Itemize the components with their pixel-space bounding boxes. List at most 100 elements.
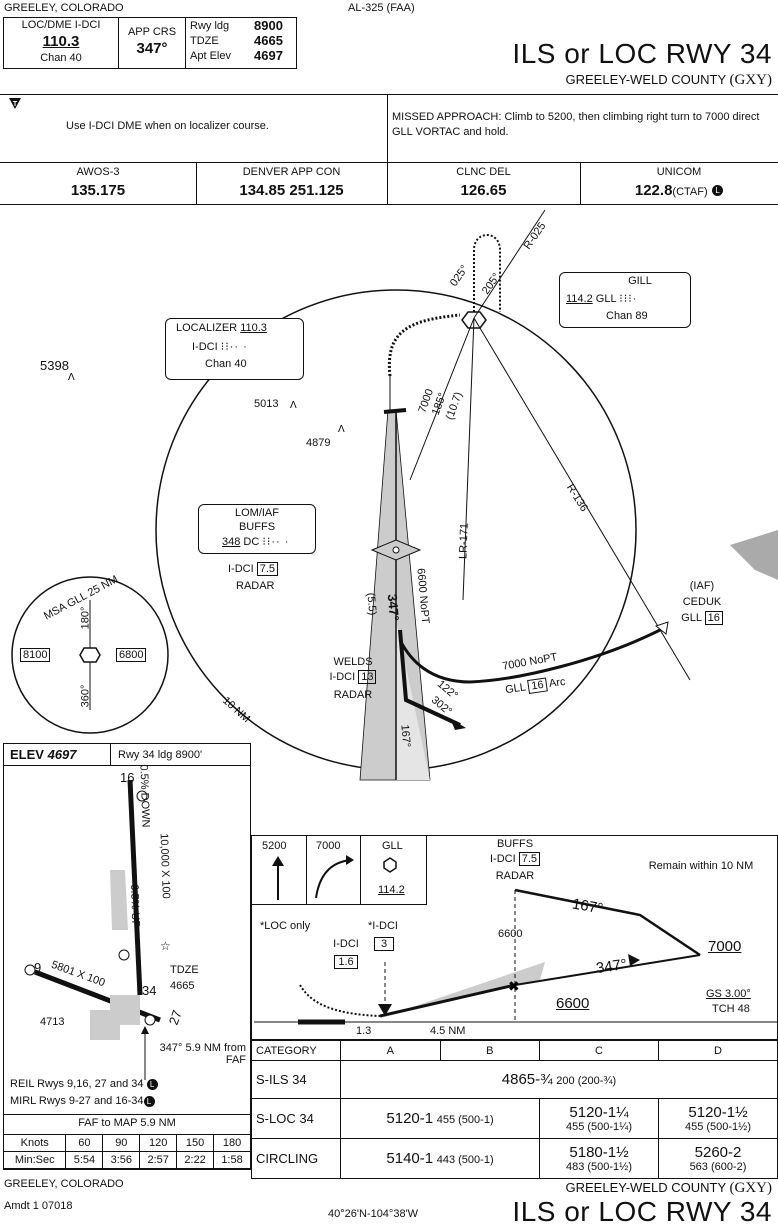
buffs-name: BUFFS	[496, 838, 534, 850]
apt-elev-value: 4697	[254, 48, 283, 63]
ctaf-icon: L	[712, 185, 724, 197]
lom-title: LOM/IAF	[234, 507, 279, 519]
footer-airport: GREELEY-WELD COUNTY (GXY)	[565, 1180, 773, 1196]
loc-freq: 110.3	[42, 33, 80, 50]
loc-chan: Chan 40	[40, 52, 82, 64]
gill-box	[559, 272, 691, 328]
comm-freq-unicom: 122.8(CTAF) L	[580, 182, 778, 200]
welds-name: WELDS	[333, 656, 373, 668]
ceduk-dme: GLL 16	[672, 611, 732, 625]
chart-id: AL-325 (FAA)	[348, 2, 415, 14]
comm-label-unicom: UNICOM	[656, 166, 702, 178]
crs347-label: 347°	[384, 593, 403, 622]
gll-label: GLL	[382, 840, 403, 852]
ceduk-name: CEDUK	[682, 596, 722, 608]
slope-up: 0.5% UP	[127, 884, 142, 928]
apt-tdze-value: 4665	[170, 980, 195, 992]
idci-b: *I-DCI	[368, 920, 398, 932]
turn-alt: 7000	[316, 840, 341, 852]
apt-elev-label: Apt Elev	[190, 50, 231, 62]
localizer-title: LOCALIZER 110.3	[176, 322, 267, 334]
localizer-ident: I-DCI ⁝⁝·· ·	[192, 341, 248, 353]
rwy9-label: 9	[34, 960, 42, 975]
msa-alt-west: 8100	[20, 648, 51, 662]
svg-text:Λ: Λ	[338, 424, 345, 435]
svg-text:T: T	[13, 101, 18, 108]
slope-down: 0.5% DOWN	[137, 764, 152, 828]
svg-text:Λ: Λ	[290, 400, 297, 411]
elev-5013: 5013	[254, 398, 279, 410]
tdze-value: 4665	[254, 33, 283, 48]
localizer-chan: Chan 40	[205, 358, 247, 370]
ceduk-fix-icon	[654, 621, 669, 635]
runway-16-34	[127, 779, 143, 996]
comm-freq-app: 134.85 251.125	[239, 182, 344, 199]
lom-name: BUFFS	[238, 521, 276, 533]
svg-text:☆: ☆	[160, 939, 171, 953]
apt-tdze-label: TDZE	[170, 964, 199, 976]
loc-label: LOC/DME I-DCI	[21, 19, 101, 31]
msa-brg-180: 180°	[79, 606, 92, 630]
footer-amdt: Amdt 1 07018	[4, 1200, 73, 1212]
timing-title: FAF to MAP 5.9 NM	[78, 1117, 176, 1129]
footer-location: GREELEY, COLORADO	[4, 1178, 124, 1190]
rwy-ldg-label: Rwy ldg	[190, 20, 230, 32]
svg-text:✖: ✖	[508, 979, 520, 995]
localizer-box	[165, 318, 304, 380]
dist-45: 4.5 NM	[430, 1025, 466, 1037]
minimums-table: CATEGORY A B C D S-ILS 34 4865-¾ 200 (20…	[251, 1040, 778, 1179]
welds-radar: RADAR	[333, 689, 373, 701]
app-crs-value: 347°	[136, 40, 168, 57]
comm-freq-awos: 135.175	[70, 182, 126, 199]
location-top: GREELEY, COLORADO	[4, 2, 124, 14]
dim-long: 10,000 X 100	[157, 833, 172, 899]
msa-brg-360: 360°	[79, 684, 92, 708]
faf-note: 347° 5.9 NM from FAF	[159, 1042, 246, 1066]
profile-svg: ✖	[254, 855, 778, 1025]
tch: TCH 48	[712, 1003, 750, 1015]
airport-name: GREELEY-WELD COUNTY (GXY)	[565, 72, 773, 88]
comm-label-clnc: CLNC DEL	[456, 166, 511, 178]
apt-elev: ELEV 4697	[10, 747, 77, 762]
loc-only: *LOC only	[260, 920, 311, 932]
tdze-label: TDZE	[190, 35, 219, 47]
missed-icons-box	[251, 835, 427, 905]
gill-chan: Chan 89	[606, 310, 648, 322]
gs-angle: GS 3.00°	[706, 988, 751, 1000]
ceduk-iaf: (IAF)	[689, 580, 715, 592]
airport-diagram	[3, 743, 251, 1170]
title: ILS or LOC RWY 34	[512, 38, 772, 69]
lom-radar: RADAR	[236, 580, 275, 592]
missed-approach: MISSED APPROACH: Climb to 5200, then cli…	[392, 111, 760, 138]
gill-name: GILL	[628, 275, 652, 287]
header-info-box	[3, 17, 297, 69]
plan-view: Λ Λ Λ	[11, 209, 778, 781]
svg-text:Λ: Λ	[68, 372, 75, 383]
comm-label-awos: AWOS-3	[76, 166, 120, 178]
comm-freq-clnc: 126.65	[460, 182, 507, 199]
climb-alt: 5200	[262, 840, 287, 852]
dist55-label: (5.5)	[364, 592, 379, 616]
gll-freq: 114.2	[378, 884, 405, 896]
footer-title: ILS or LOC RWY 34	[512, 1196, 772, 1227]
terrain-shading	[730, 530, 778, 580]
reil-note: REIL Rwys 9,16, 27 and 34 L	[10, 1078, 158, 1090]
elev-5398: 5398	[40, 358, 69, 373]
dist-13: 1.3	[356, 1025, 372, 1037]
rwy-ldg-value: 8900	[254, 18, 283, 33]
welds-dme: I-DCI 13	[318, 670, 388, 684]
airport-svg: ☆	[24, 779, 171, 1080]
idci-a: I-DCI	[333, 938, 359, 950]
lr171-label: LR-171	[457, 522, 471, 560]
gill-freq-row: 114.2 GLL ⁝⁝⁝·	[566, 293, 638, 305]
t-symbol: T	[8, 97, 22, 114]
dme-note: Use I-DCI DME when on localizer course.	[66, 120, 269, 132]
lom-box	[198, 504, 316, 554]
alt-6600: 6600	[556, 995, 590, 1012]
rwy16-label: 16	[120, 770, 135, 785]
buffs-dme: I-DCI 7.5	[478, 852, 552, 866]
msa-circle	[11, 576, 169, 734]
idci-b-val: 3	[374, 937, 394, 951]
idci-a-val: 1.6	[334, 955, 358, 969]
